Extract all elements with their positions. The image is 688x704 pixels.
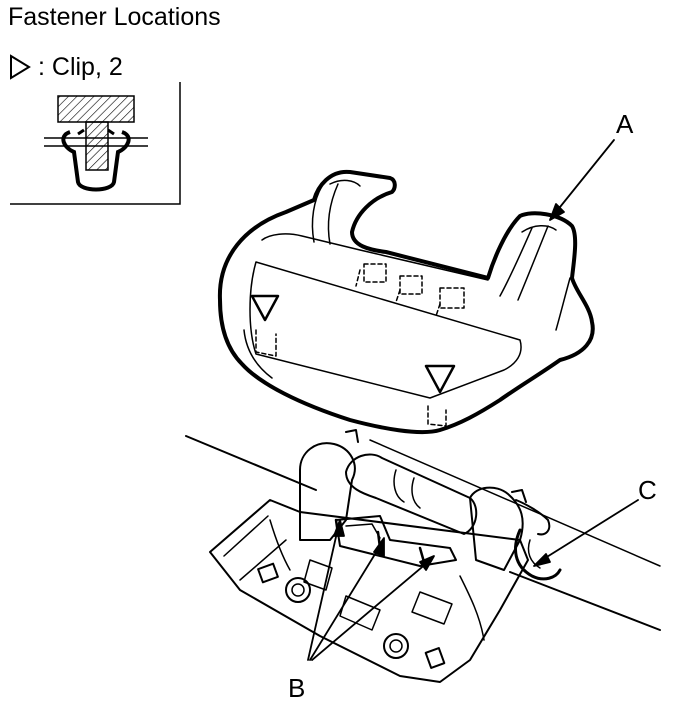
page-title: Fastener Locations bbox=[8, 3, 221, 31]
clip-marker-left bbox=[250, 294, 280, 322]
clip-marker-right bbox=[424, 364, 456, 394]
clip-legend: : Clip, 2 bbox=[8, 52, 123, 82]
callout-a: A bbox=[616, 109, 634, 139]
callout-b: B bbox=[288, 673, 306, 703]
triangle-clip-icon bbox=[10, 54, 31, 80]
callout-c: C bbox=[638, 475, 657, 505]
legend-text: : Clip, 2 bbox=[38, 53, 123, 81]
clip-detail-inset bbox=[10, 82, 181, 205]
leader-lines bbox=[307, 139, 639, 661]
cover-a bbox=[217, 169, 595, 435]
base-hinge bbox=[185, 429, 661, 683]
